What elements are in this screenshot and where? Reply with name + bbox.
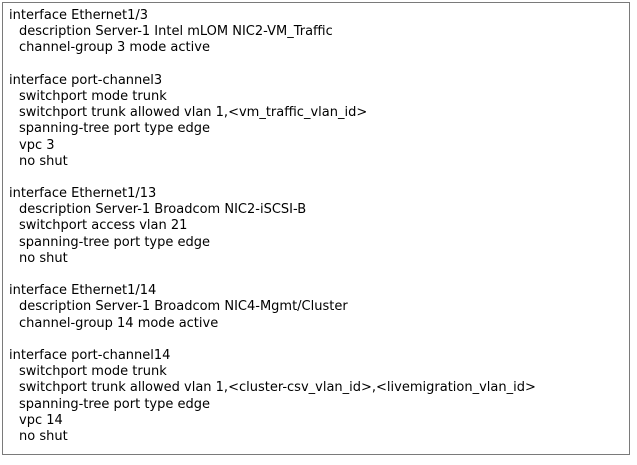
config-text: interface Ethernet1/3 description Server…	[9, 8, 536, 445]
interface-header: interface Ethernet1/13	[9, 186, 157, 202]
config-line: description Server-1 Intel mLOM NIC2-VM_…	[19, 24, 333, 40]
config-line: spanning-tree port type edge	[19, 234, 211, 250]
blank-line	[9, 170, 536, 186]
interface-header: interface port-channel3	[9, 72, 163, 88]
interface-header: interface Ethernet1/3	[9, 8, 149, 23]
config-line: switchport trunk allowed vlan 1,<vm_traf…	[19, 105, 368, 121]
config-line: no shut	[19, 153, 68, 169]
config-line: switchport mode trunk	[19, 88, 167, 104]
config-line: description Server-1 Broadcom NIC2-iSCSI…	[19, 202, 307, 218]
config-line: switchport trunk allowed vlan 1,<cluster…	[19, 380, 536, 396]
config-listing-box: interface Ethernet1/3 description Server…	[2, 2, 630, 455]
config-line: no shut	[19, 428, 68, 444]
config-line: spanning-tree port type edge	[19, 121, 211, 137]
blank-line	[9, 57, 536, 73]
blank-line	[9, 267, 536, 283]
config-line: no shut	[19, 250, 68, 266]
interface-header: interface port-channel14	[9, 347, 171, 363]
config-line: description Server-1 Broadcom NIC4-Mgmt/…	[19, 299, 348, 315]
config-line: switchport mode trunk	[19, 364, 167, 380]
config-line: vpc 3	[19, 137, 55, 153]
config-line: switchport access vlan 21	[19, 218, 188, 234]
config-line: channel-group 3 mode active	[19, 40, 210, 56]
config-line: vpc 14	[19, 412, 63, 428]
interface-header: interface Ethernet1/14	[9, 283, 157, 299]
config-line: channel-group 14 mode active	[19, 315, 219, 331]
blank-line	[9, 332, 536, 348]
config-line: spanning-tree port type edge	[19, 396, 211, 412]
